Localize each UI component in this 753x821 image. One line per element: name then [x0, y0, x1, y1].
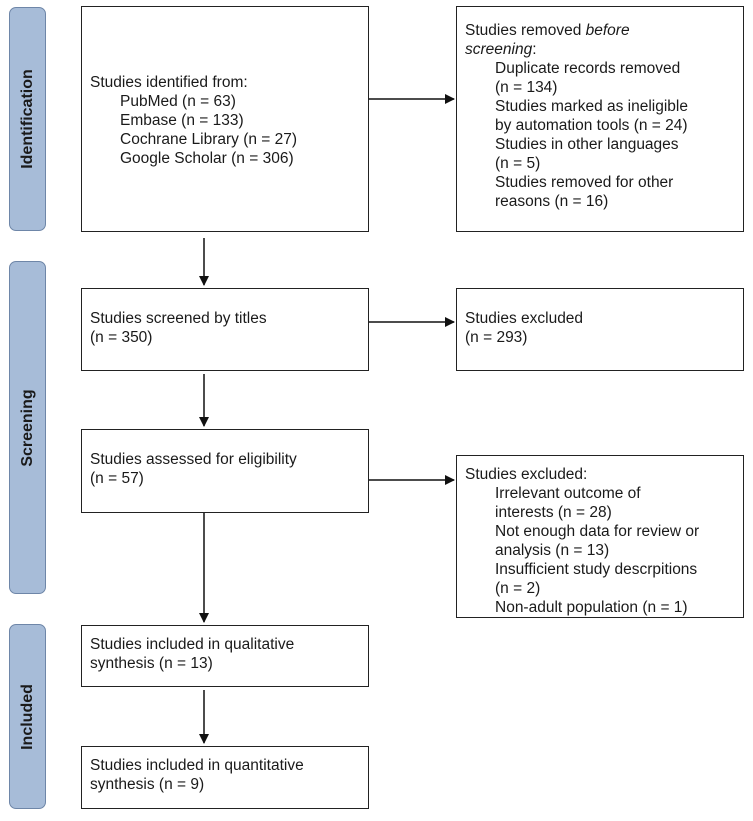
removed-line: Studies removed for other: [495, 174, 674, 191]
excluded2-line: analysis (n = 13): [495, 542, 610, 559]
removed-line: Duplicate records removed: [495, 60, 681, 77]
removed-line: Studies marked as ineligible: [495, 98, 688, 115]
source-cochrane: Cochrane Library (n = 27): [120, 131, 298, 148]
excluded1-line1: Studies excluded: [465, 310, 584, 327]
phase-identification: Identification: [9, 7, 46, 231]
identified-box: Studies identified from: PubMed (n = 63)…: [81, 6, 369, 232]
removed-line: (n = 134): [495, 79, 558, 96]
removed-line: reasons (n = 16): [495, 193, 609, 210]
assessed-line2: (n = 57): [90, 470, 144, 487]
removed-line: Studies in other languages: [495, 136, 679, 153]
phase-included: Included: [9, 624, 46, 809]
qualitative-line1: Studies included in qualitative: [90, 636, 295, 653]
excluded2-line: Not enough data for review or: [495, 523, 700, 540]
excluded2-line: Irrelevant outcome of: [495, 485, 641, 502]
screened-line2: (n = 350): [90, 329, 153, 346]
qualitative-line2: synthesis (n = 13): [90, 655, 213, 672]
excluded2-heading: Studies excluded:: [465, 466, 588, 483]
removed-heading: Studies removed before: [465, 22, 630, 39]
removed-heading-cont: screening:: [465, 41, 537, 58]
excluded1-line2: (n = 293): [465, 329, 528, 346]
excluded-box-2: Studies excluded: Irrelevant outcome of …: [456, 455, 744, 618]
removed-line: (n = 5): [495, 155, 541, 172]
excluded2-line: Insufficient study descrpitions: [495, 561, 698, 578]
phase-screening: Screening: [9, 261, 46, 594]
excluded2-line: interests (n = 28): [495, 504, 612, 521]
excluded-box-1: Studies excluded (n = 293): [456, 288, 744, 371]
excluded2-line: Non-adult population (n = 1): [495, 599, 688, 616]
source-google-scholar: Google Scholar (n = 306): [120, 150, 294, 167]
quantitative-line1: Studies included in quantitative: [90, 757, 304, 774]
quantitative-line2: synthesis (n = 9): [90, 776, 205, 793]
screened-line1: Studies screened by titles: [90, 310, 267, 327]
qualitative-box: Studies included in qualitative synthesi…: [81, 625, 369, 687]
source-embase: Embase (n = 133): [120, 112, 244, 129]
screened-box: Studies screened by titles (n = 350): [81, 288, 369, 371]
identified-heading: Studies identified from:: [90, 74, 248, 91]
source-pubmed: PubMed (n = 63): [120, 93, 236, 110]
excluded2-line: (n = 2): [495, 580, 541, 597]
removed-box: Studies removed before screening: Duplic…: [456, 6, 744, 232]
quantitative-box: Studies included in quantitative synthes…: [81, 746, 369, 809]
assessed-line1: Studies assessed for eligibility: [90, 451, 297, 468]
removed-line: by automation tools (n = 24): [495, 117, 688, 134]
assessed-box: Studies assessed for eligibility (n = 57…: [81, 429, 369, 513]
